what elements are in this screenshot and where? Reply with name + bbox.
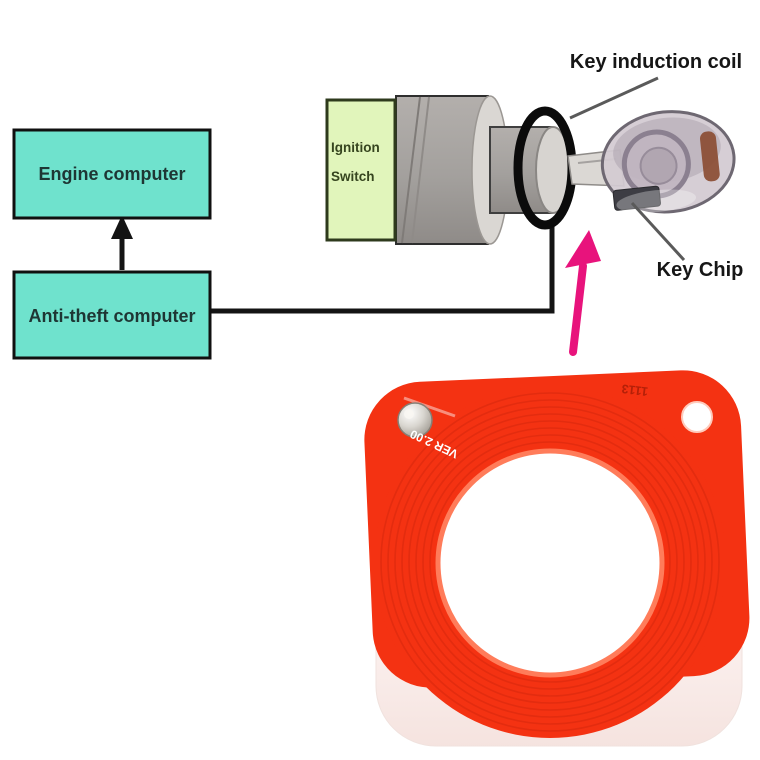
engine-computer-box [12,128,212,220]
ignition-switch-label-line1: Ignition [331,140,380,155]
car-key-head [600,110,736,214]
transponder-core [639,146,678,185]
anti-theft-computer-box [12,270,212,360]
signal-wire [210,222,555,314]
highlight-arrow-head [565,230,601,268]
coil-device: VER 2.00 1113 [364,370,750,747]
ignition-switch-box [325,98,397,242]
anti-theft-computer-label: Anti-theft computer [29,306,196,326]
engine-computer-label: Engine computer [38,164,185,184]
coil-winding-texture [380,392,720,732]
label-key-induction-coil: Key induction coil [570,51,742,73]
pointer-line-induction-coil [569,76,659,120]
flow-arrow-head [111,215,133,239]
screw-highlight [404,409,414,419]
barrel-seam-line [411,96,430,244]
barrel-seam-line [401,96,421,244]
ignition-switch-label-line2: Switch [331,169,375,184]
highlight-arrow-shaft [569,262,587,356]
label-key-chip: Key Chip [657,259,744,281]
pointer-line-key-chip [630,201,686,262]
coil-center-hole [435,448,665,678]
key-internal-contact [699,131,720,182]
plate-scratch-highlight [403,396,456,418]
mounting-hole [681,401,713,433]
board-code-text: 1113 [621,381,649,398]
